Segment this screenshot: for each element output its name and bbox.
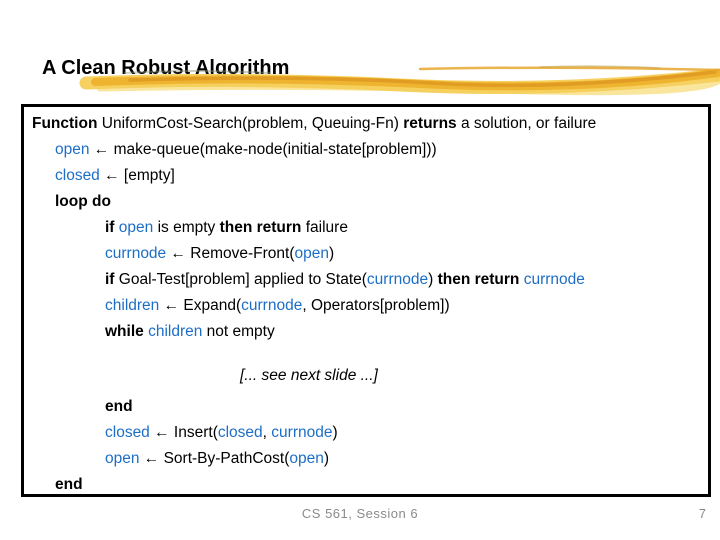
footer-course-label: CS 561, Session 6 [301,506,419,521]
code-segment-txt: ) [332,424,338,441]
code-segment-txt: ← Expand( [159,297,242,314]
code-segment-txt: ← [empty] [99,167,175,184]
code-segment-kw: returns [403,115,461,132]
footer-page-number: 7 [698,506,706,521]
code-segment-kw: while [105,323,149,340]
code-line: closed ← Insert(closed, currnode) [32,420,704,446]
code-segment-var: closed [217,424,263,441]
code-segment-txt: ← make-queue(make-node(initial-state[pro… [89,141,437,158]
code-segment-txt: ← Remove-Front( [166,245,295,262]
code-line: children ← Expand(currnode, Operators[pr… [32,293,704,319]
code-line: loop do [32,189,704,215]
code-segment-txt: ) [323,450,330,467]
code-segment-var: currnode [241,297,303,314]
code-segment-kw: Function [32,115,102,132]
code-segment-txt: is empty [153,219,220,236]
code-segment-var: currnode [271,424,333,441]
code-segment-txt: failure [305,219,348,236]
code-segment-txt: not empty [202,323,275,340]
code-segment-var: open [118,219,154,236]
slide-title: A Clean Robust Algorithm [42,57,290,80]
code-segment-kw: if [105,271,119,288]
code-line: [... see next slide ...] [32,363,704,389]
code-segment-txt: , [262,424,272,441]
code-segment-var: open [105,450,140,467]
code-segment-var: closed [105,424,150,441]
code-segment-var: currnode [523,271,585,288]
code-segment-txt: , Operators[problem]) [302,297,450,314]
code-segment-var: open [55,141,90,158]
code-line: Function UniformCost-Search(problem, Que… [32,111,704,137]
code-segment-var: children [148,323,203,340]
code-segment-txt: ) [329,245,335,262]
code-line: currnode ← Remove-Front(open) [32,241,704,267]
code-segment-var: currnode [105,245,167,262]
code-segment-txt: ← Insert( [149,424,218,441]
code-line: while children not empty [32,319,704,345]
code-segment-txt: ← Sort-By-PathCost( [139,450,290,467]
code-segment-txt: Goal-Test[problem] applied to State( [118,271,367,288]
code-segment-kw: then return [437,271,524,288]
code-line: if Goal-Test[problem] applied to State(c… [32,267,704,293]
code-segment-var: open [294,245,330,262]
code-segment-kw: if [105,219,119,236]
algorithm-pseudocode-box: Function UniformCost-Search(problem, Que… [21,104,711,497]
code-segment-txt: a solution, or failure [460,115,597,132]
code-segment-var: currnode [366,271,429,288]
code-segment-kw: end [55,476,83,493]
code-segment-var: closed [55,167,100,184]
code-line: open ← Sort-By-PathCost(open) [32,446,704,472]
code-segment-var: children [105,297,160,314]
code-segment-kw: then return [219,219,306,236]
code-segment-kw: end [105,398,133,415]
code-segment-it: [... see next slide ...] [240,367,378,384]
code-line: end [32,472,704,498]
code-line: closed ← [empty] [32,163,704,189]
code-segment-kw: loop do [55,193,111,210]
code-segment-var: open [289,450,324,467]
code-line: open ← make-queue(make-node(initial-stat… [32,137,704,163]
code-line: if open is empty then return failure [32,215,704,241]
code-segment-txt: UniformCost-Search(problem, Queuing-Fn) [101,115,404,132]
code-segment-txt: ) [428,271,438,288]
code-line: end [32,394,704,420]
